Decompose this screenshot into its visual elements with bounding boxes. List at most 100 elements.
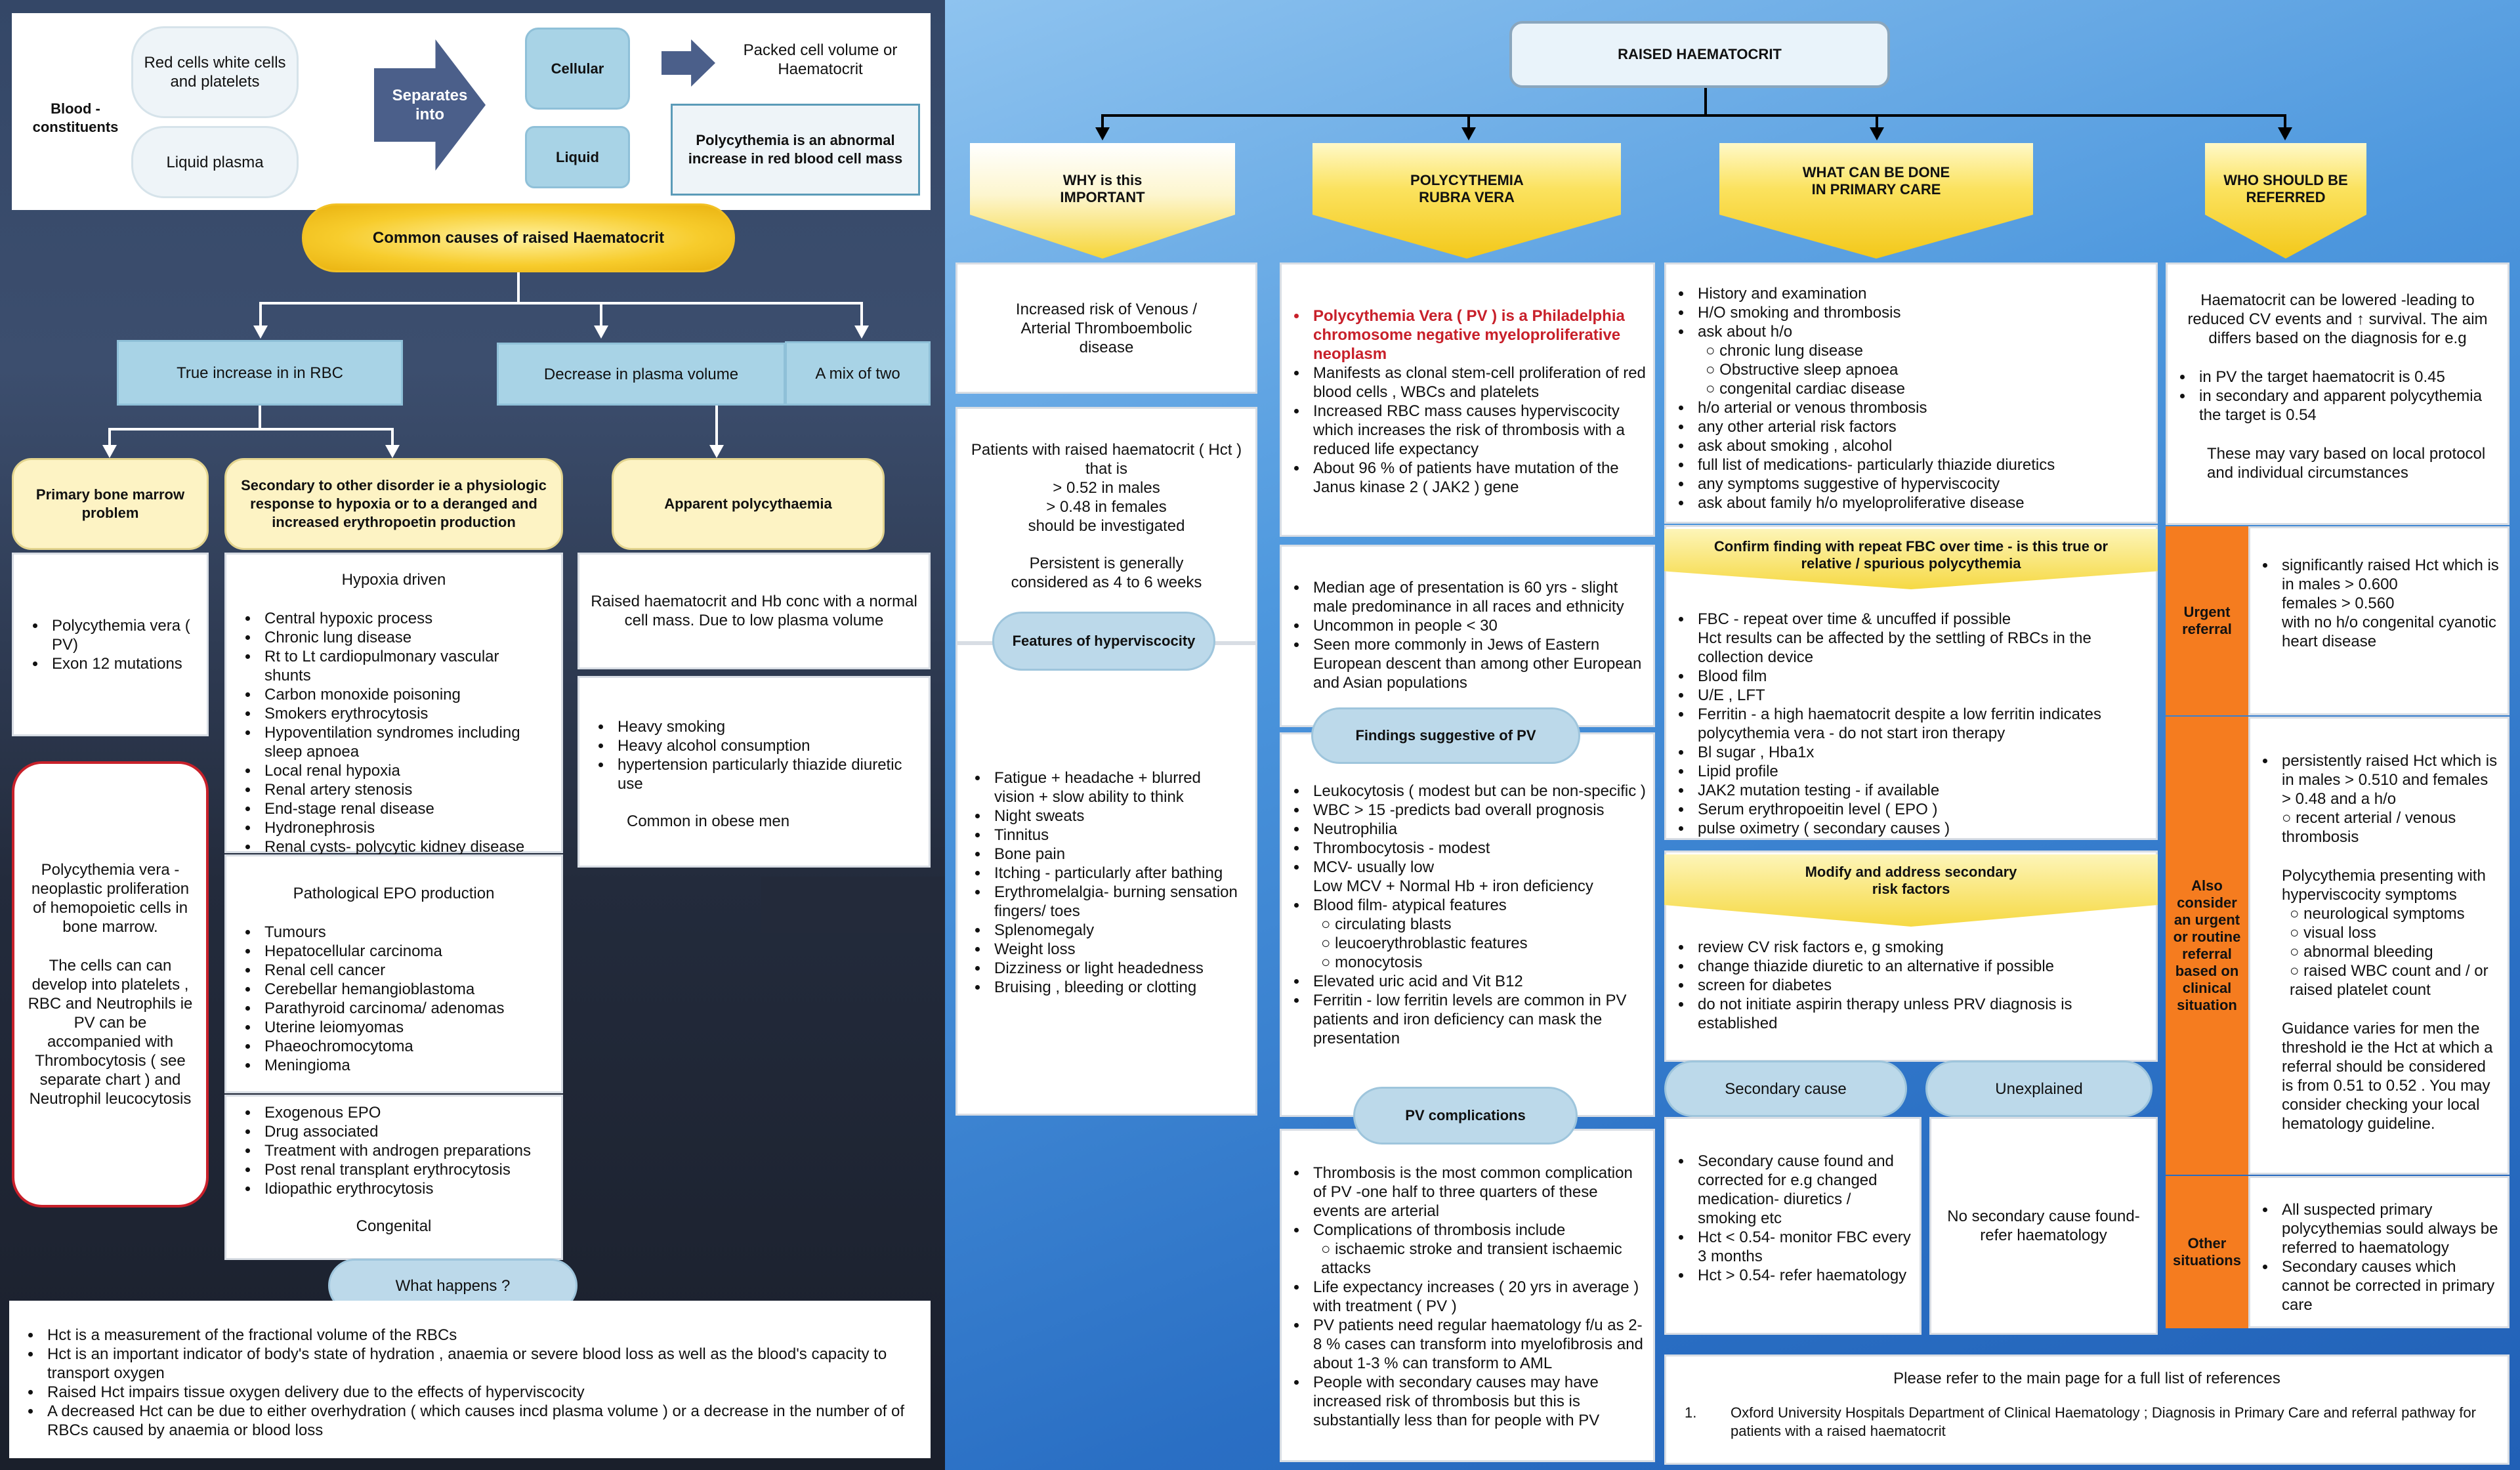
connector (108, 428, 394, 430)
finding-item: Neutrophilia (1308, 820, 1647, 839)
true-increase-box: True increase in in RBC (117, 340, 403, 406)
what-happens-item: Hct is an important indicator of body's … (42, 1345, 917, 1383)
epo-production-box: Pathological EPO production TumoursHepat… (224, 854, 563, 1093)
history-item: any other arterial risk factors (1692, 417, 2149, 436)
hypoxia-item: Chronic lung disease (259, 628, 548, 647)
confirm-item: Lipid profile (1692, 762, 2149, 781)
apparent-description: Raised haematocrit and Hb conc with a no… (578, 553, 931, 669)
finding-item: Leukocytosis ( modest but can be non-spe… (1308, 782, 1647, 801)
findings-title: Findings suggestive of PV (1311, 707, 1580, 764)
primary-item: Polycythemia vera ( PV) (47, 616, 207, 654)
referral-intro-item: in PV the target haematocrit is 0.45 (2194, 368, 2501, 387)
obese-note: Common in obese men (627, 812, 790, 830)
history-item-text: ask about smoking , alcohol (1698, 437, 1893, 455)
complication-item-text: Complications of thrombosis include (1313, 1221, 1566, 1239)
persistent-note: Persistent is generally considered as 4 … (1011, 555, 1202, 591)
raised-haematocrit-title: RAISED HAEMATOCRIT (1509, 21, 1890, 88)
other-list: All suspected primary polycythemias soul… (2257, 1200, 2501, 1314)
epo-item: Meningioma (259, 1056, 548, 1075)
polycythemia-definition: Polycythemia is an abnormal increase in … (671, 104, 920, 196)
connector (600, 302, 602, 328)
hyperviscocity-item: Night sweats (989, 807, 1244, 826)
prv-demographics-box: Median age of presentation is 60 yrs - s… (1280, 545, 1655, 727)
investigate-box: Patients with raised haematocrit ( Hct )… (956, 407, 1257, 643)
primary-item: Exon 12 mutations (47, 654, 207, 673)
history-item-text: History and examination (1698, 285, 1867, 303)
hyperviscocity-item: Fatigue + headache + blurred vision + sl… (989, 768, 1244, 807)
confirm-item-text: FBC - repeat over time & uncuffed if pos… (1698, 610, 2011, 628)
connector (259, 406, 261, 429)
consider-line: in males > 0.510 and females > 0.48 and … (2282, 771, 2488, 808)
consider-referral-label: Also consider an urgent or routine refer… (2166, 717, 2248, 1175)
epo-title: Pathological EPO production (293, 885, 495, 902)
raised-haematocrit-title-text: RAISED HAEMATOCRIT (1618, 46, 1782, 62)
finding-item-text: Ferritin - low ferritin levels are commo… (1313, 992, 1627, 1047)
apparent-causes-box: Heavy smokingHeavy alcohol consumptionhy… (578, 676, 931, 868)
consider-p2-item: abnormal bleeding (2284, 942, 2501, 961)
apparent-polycythaemia-box: Apparent polycythaemia (612, 458, 885, 550)
urgent-item: significantly raised Hct which is in mal… (2277, 556, 2501, 651)
other-item: All suspected primary polycythemias soul… (2277, 1200, 2501, 1257)
hypoxia-item: Central hypoxic process (259, 609, 548, 628)
consider-sub: ○ recent arterial / venous thrombosis (2282, 809, 2456, 846)
confirm-item-text: Blood film (1698, 667, 1767, 685)
connector-arrow (2278, 127, 2292, 140)
exogenous-box: Exogenous EPODrug associatedTreatment wi… (224, 1095, 563, 1260)
exogenous-item: Idiopathic erythrocytosis (259, 1179, 548, 1198)
cells-bubble: Red cells white cells and platelets (131, 26, 299, 118)
urgent-referral-box: significantly raised Hct which is in mal… (2248, 526, 2510, 715)
connector (2284, 114, 2286, 130)
urgent-line: significantly raised Hct which is (2282, 556, 2499, 574)
history-item: H/O smoking and thrombosis (1692, 303, 2149, 322)
finding-item-text: MCV- usually low (1313, 858, 1435, 876)
consider-p2-list: neurological symptomsvisual lossabnormal… (2282, 904, 2501, 999)
blood-label: Blood - constituents (32, 100, 119, 135)
hypoxia-list: Central hypoxic processChronic lung dise… (240, 609, 548, 856)
apparent-item: Heavy alcohol consumption (612, 736, 915, 755)
hypoxia-item: Hypoventilation syndromes including slee… (259, 723, 548, 761)
thromboembolic-risk-box: Increased risk of Venous / Arterial Thro… (956, 262, 1257, 394)
finding-item: Thrombocytosis - modest (1308, 839, 1647, 858)
confirm-item: U/E , LFT (1692, 686, 2149, 705)
header-why-text: WHY is this IMPORTANT (1060, 172, 1145, 205)
demographics-item: Uncommon in people < 30 (1308, 616, 1647, 635)
confirm-item: Blood film (1692, 667, 2149, 686)
modify-list: review CV risk factors e, g smokingchang… (1673, 938, 2149, 1033)
reference-number: 1. (1685, 1404, 1697, 1421)
finding-item-subitem: leucoerythroblastic features (1316, 934, 1647, 953)
hyperviscocity-item: Bone pain (989, 845, 1244, 864)
mix-box: A mix of two (785, 341, 931, 406)
history-item-text: h/o arterial or venous thrombosis (1698, 399, 1927, 417)
hyperviscocity-list: Fatigue + headache + blurred vision + sl… (969, 768, 1244, 997)
demographics-item: Seen more commonly in Jews of Eastern Eu… (1308, 635, 1647, 692)
consider-item: persistently raised Hct which is in male… (2277, 751, 2501, 847)
consider-referral-box: persistently raised Hct which is in male… (2248, 717, 2510, 1175)
finding-item-subitem: monocytosis (1316, 953, 1647, 972)
complication-item: People with secondary causes may have in… (1308, 1373, 1647, 1430)
secondary-cause-label: Secondary cause (1664, 1060, 1907, 1117)
finding-item-text: Blood film- atypical features (1313, 896, 1507, 914)
secondary-cause-item: Hct < 0.54- monitor FBC every 3 months (1692, 1228, 1913, 1266)
investigate-line: Patients with raised haematocrit ( Hct )… (971, 441, 1242, 478)
secondary-cause-box: Secondary cause found and corrected for … (1664, 1117, 1922, 1335)
complication-item-sublist: ischaemic stroke and transient ischaemic… (1313, 1240, 1647, 1278)
hypoxia-item: Renal artery stenosis (259, 780, 548, 799)
exogenous-item: Drug associated (259, 1122, 548, 1141)
modify-item: change thiazide diuretic to an alternati… (1692, 957, 2149, 976)
connector (391, 428, 394, 448)
finding-item: WBC > 15 -predicts bad overall prognosis (1308, 801, 1647, 820)
congenital-label: Congenital (356, 1217, 432, 1235)
prv-item: About 96 % of patients have mutation of … (1308, 459, 1647, 497)
secondary-cause-item: Hct > 0.54- refer haematology (1692, 1266, 1913, 1285)
urgent-line: females > 0.560 (2282, 595, 2395, 612)
finding-item-text: Neutrophilia (1313, 820, 1398, 838)
exogenous-item: Treatment with androgen preparations (259, 1141, 548, 1160)
hypoxia-item: End-stage renal disease (259, 799, 548, 818)
history-box: History and examinationH/O smoking and t… (1664, 262, 2158, 524)
modify-item: do not initiate aspirin therapy unless P… (1692, 995, 2149, 1033)
history-item-text: H/O smoking and thrombosis (1698, 304, 1901, 322)
pv-note-1: Polycythemia vera - neoplastic prolifera… (31, 861, 190, 936)
findings-box: Leukocytosis ( modest but can be non-spe… (1280, 732, 1655, 1117)
history-item-subitem: chronic lung disease (1700, 341, 2149, 360)
